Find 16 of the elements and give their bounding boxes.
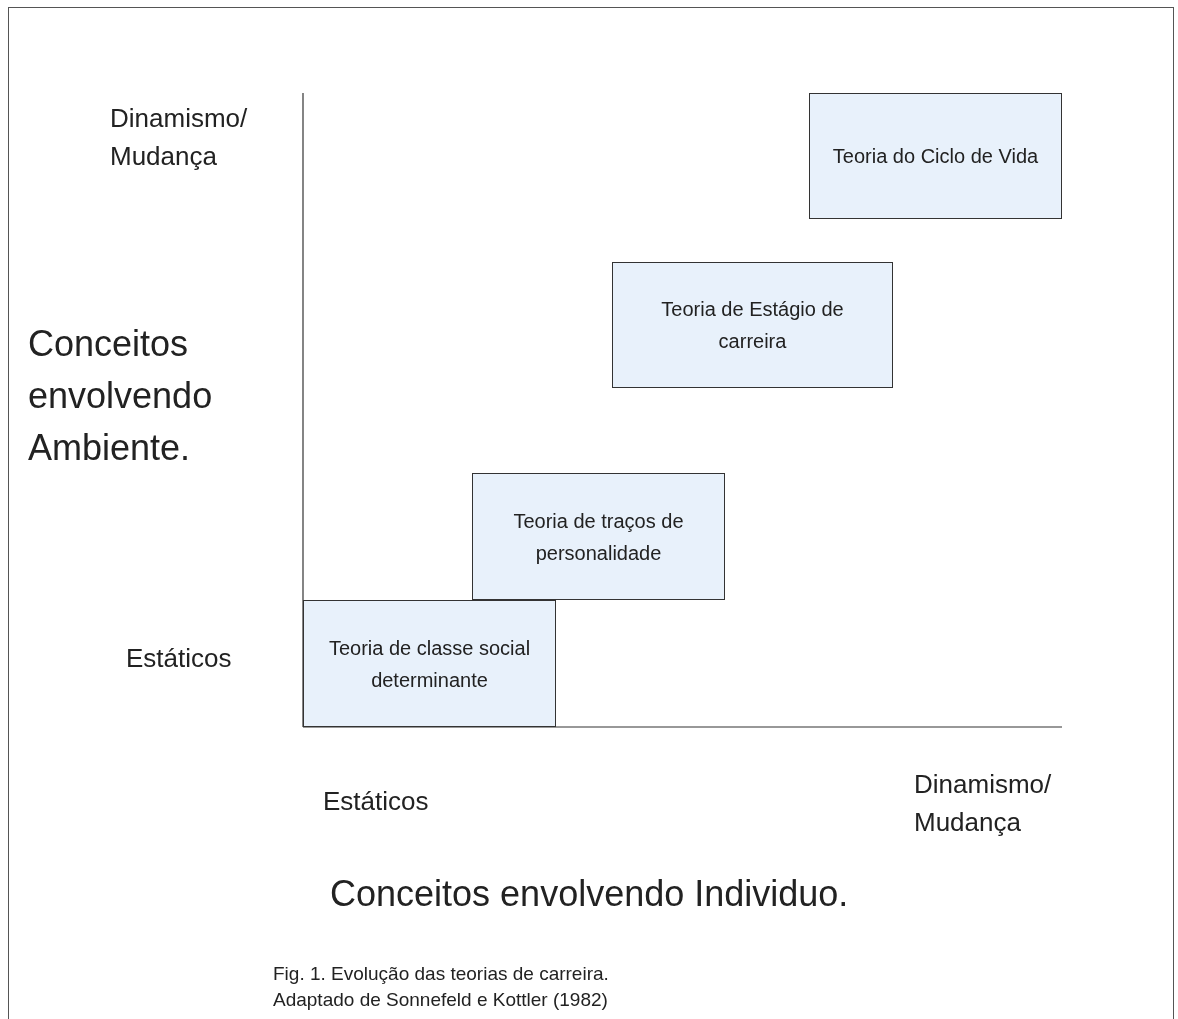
theory-box <box>472 473 725 600</box>
theory-box <box>809 93 1062 219</box>
box-text: Teoria de traços de personalidade <box>512 508 685 566</box>
theory-box <box>303 600 556 727</box>
axis-title: Conceitos envolvendo Individuo. <box>330 872 849 916</box>
axis-end-label: Estáticos <box>126 642 233 675</box>
box-text: Teoria do Ciclo de Vida <box>832 144 1039 169</box>
theory-box <box>612 262 893 388</box>
caption-text: Fig. 1. Evolução das teorias de carreira. <box>273 962 610 986</box>
axis-end-label: Dinamismo/ Mudança <box>110 102 249 173</box>
box-text: Teoria de Estágio de carreira <box>660 297 845 354</box>
axis-end-label: Dinamismo/ Mudança <box>914 768 1053 839</box>
caption-text: Adaptado de Sonnefeld e Kottler (1982) <box>273 988 609 1012</box>
box-text: Teoria de classe social determinante <box>327 635 532 693</box>
axis-title: Conceitos envolvendo Ambiente. <box>28 322 214 471</box>
axis-end-label: Estáticos <box>323 785 430 818</box>
